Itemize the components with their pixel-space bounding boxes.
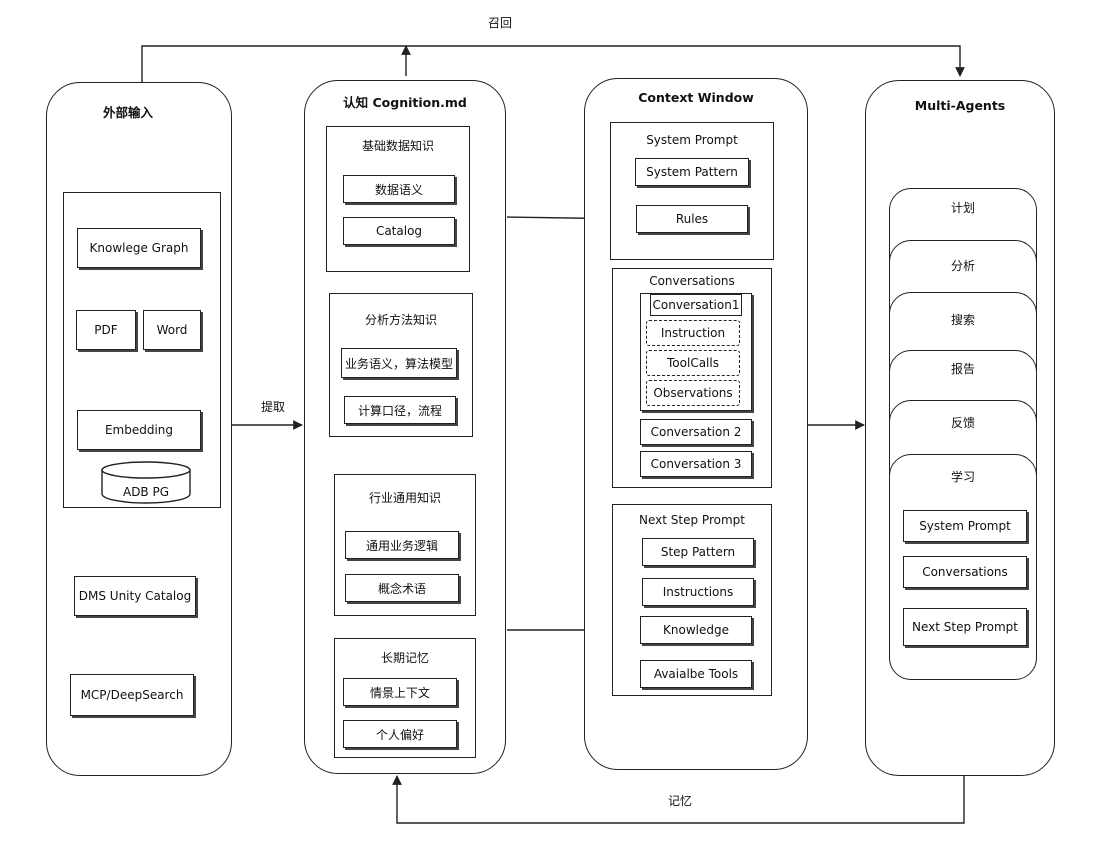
multi-agents-title: Multi-Agents bbox=[914, 97, 1006, 113]
agent-system-prompt-node: System Prompt bbox=[903, 510, 1027, 542]
pdf-node: PDF bbox=[76, 310, 136, 350]
instruction-node: Instruction bbox=[646, 320, 740, 346]
external-input-title: 外部输入 bbox=[102, 104, 153, 120]
cognition-title: 认知 Cognition.md bbox=[343, 94, 467, 110]
calculation-process-node: 计算口径，流程 bbox=[344, 396, 456, 424]
word-node: Word bbox=[143, 310, 201, 350]
conversations-title: Conversations bbox=[649, 274, 735, 288]
concept-terms-node: 概念术语 bbox=[345, 574, 459, 602]
industry-knowledge-title: 行业通用知识 bbox=[368, 490, 441, 505]
next-step-prompt-title: Next Step Prompt bbox=[639, 513, 745, 527]
instructions-node: Instructions bbox=[642, 578, 754, 606]
mcp-deepsearch-node: MCP/DeepSearch bbox=[70, 674, 194, 716]
step-pattern-node: Step Pattern bbox=[642, 538, 754, 566]
available-tools-node: Avaialbe Tools bbox=[640, 660, 752, 688]
system-prompt-group bbox=[610, 122, 774, 260]
recall-line bbox=[141, 45, 965, 82]
system-prompt-title: System Prompt bbox=[646, 133, 738, 147]
adb-pg-database-icon bbox=[101, 461, 191, 504]
agent-conversations-node: Conversations bbox=[903, 556, 1027, 588]
toolcalls-node: ToolCalls bbox=[646, 350, 740, 376]
business-semantics-node: 业务语义，算法模型 bbox=[341, 348, 457, 378]
basic-data-knowledge-title: 基础数据知识 bbox=[361, 138, 434, 153]
data-semantics-node: 数据语义 bbox=[343, 175, 455, 203]
agent-card-learning-label: 学习 bbox=[950, 469, 975, 484]
business-logic-node: 通用业务逻辑 bbox=[345, 531, 459, 559]
system-pattern-node: System Pattern bbox=[635, 158, 749, 186]
dms-unity-catalog-node: DMS Unity Catalog bbox=[74, 576, 196, 616]
agent-card-analysis-label: 分析 bbox=[950, 258, 975, 273]
situational-context-node: 情景上下文 bbox=[343, 678, 457, 706]
observations-node: Observations bbox=[646, 380, 740, 406]
conversation2-node: Conversation 2 bbox=[640, 419, 752, 445]
memory-label: 记忆 bbox=[667, 793, 692, 808]
agent-card-plan-label: 计划 bbox=[950, 200, 975, 215]
catalog-node: Catalog bbox=[343, 217, 455, 245]
recall-label: 召回 bbox=[487, 15, 512, 30]
agent-card-feedback-label: 反馈 bbox=[950, 415, 975, 430]
knowledge-graph-node: Knowlege Graph bbox=[77, 228, 201, 268]
agent-card-report-label: 报告 bbox=[950, 361, 975, 376]
extract-label: 提取 bbox=[260, 399, 285, 414]
conversation3-node: Conversation 3 bbox=[640, 451, 752, 477]
rules-node: Rules bbox=[636, 205, 748, 233]
agent-card-search-label: 搜索 bbox=[950, 312, 975, 327]
knowledge-node: Knowledge bbox=[640, 616, 752, 644]
memory-line bbox=[392, 775, 965, 824]
analysis-method-knowledge-title: 分析方法知识 bbox=[364, 312, 437, 327]
long-term-memory-title: 长期记忆 bbox=[380, 650, 429, 665]
personal-preference-node: 个人偏好 bbox=[343, 720, 457, 748]
agent-next-step-prompt-node: Next Step Prompt bbox=[903, 608, 1027, 646]
embedding-node: Embedding bbox=[77, 410, 201, 450]
context-window-title: Context Window bbox=[638, 89, 754, 105]
adb-pg-label: ADB PG bbox=[122, 485, 170, 499]
conversation1-label: Conversation1 bbox=[650, 294, 742, 316]
